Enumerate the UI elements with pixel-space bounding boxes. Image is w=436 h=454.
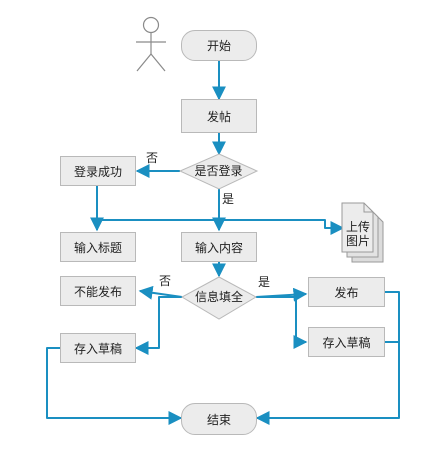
- edge-infocheck-draftleft: [134, 296, 182, 355]
- edge-label-no-info: 否: [159, 274, 172, 288]
- node-info-check-label: 信息填全: [194, 290, 243, 304]
- node-save-draft-right-label: 存入草稿: [322, 335, 371, 350]
- decision-info-shape: [180, 276, 258, 320]
- node-start: 开始: [181, 30, 257, 61]
- node-publish-label: 发布: [334, 285, 359, 300]
- node-cannot-publish: 不能发布: [60, 276, 136, 306]
- node-end: 结束: [181, 403, 257, 435]
- document-stack-icon: [341, 202, 384, 263]
- node-cannot-publish-label: 不能发布: [73, 284, 122, 299]
- node-login-ok-label: 登录成功: [73, 164, 122, 179]
- node-input-title-label: 输入标题: [73, 240, 122, 255]
- node-login-ok: 登录成功: [60, 156, 136, 186]
- node-input-title: 输入标题: [60, 232, 136, 262]
- edge-infocheck-draftright: [256, 296, 308, 349]
- actor-figure: [136, 16, 166, 72]
- node-post-label: 发帖: [206, 109, 231, 124]
- decision-login-shape: [178, 153, 259, 190]
- node-login-check-label: 是否登录: [194, 164, 243, 178]
- node-post: 发帖: [181, 99, 257, 133]
- edges: [46, 61, 400, 425]
- node-upload-image-label: 上传图片: [345, 220, 370, 248]
- node-save-draft-right: 存入草稿: [308, 327, 385, 357]
- edge-publish-end: [255, 291, 400, 425]
- node-start-label: 开始: [206, 39, 231, 53]
- edge-label-yes-login: 是: [222, 192, 235, 206]
- node-save-draft-left-label: 存入草稿: [73, 341, 122, 356]
- node-input-content-label: 输入内容: [194, 240, 243, 255]
- node-end-label: 结束: [206, 412, 231, 427]
- node-publish: 发布: [308, 277, 385, 307]
- edge-loginok-merge: [96, 186, 219, 221]
- edge-label-no-login: 否: [146, 151, 159, 165]
- node-save-draft-left: 存入草稿: [60, 333, 136, 363]
- edge-draftleft-end: [46, 347, 183, 425]
- edge-label-yes-info: 是: [258, 275, 271, 289]
- edge-merge-upload: [219, 219, 345, 235]
- node-input-content: 输入内容: [181, 232, 257, 262]
